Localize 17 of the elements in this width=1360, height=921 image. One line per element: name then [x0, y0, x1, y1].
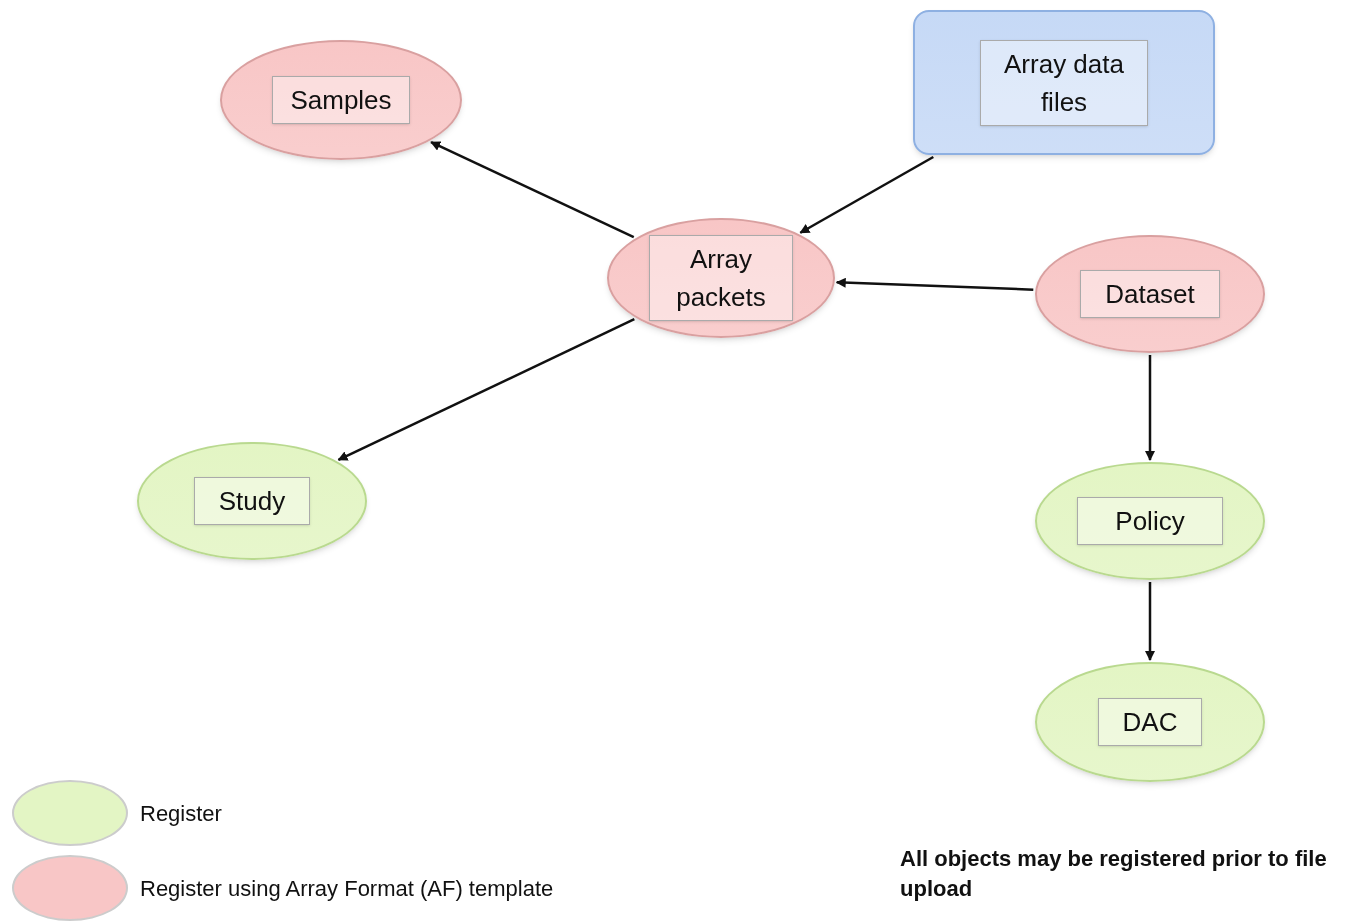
node-label: Array data files [980, 39, 1148, 126]
arrow [1145, 355, 1155, 461]
arrow [835, 277, 1034, 291]
node-label: Policy [1077, 497, 1223, 545]
arrow [430, 141, 635, 239]
legend-text: Register [140, 799, 222, 828]
node-label: Samples [272, 76, 410, 124]
arrow [799, 155, 934, 234]
arrow [1145, 582, 1155, 661]
legend-text: Register using Array Format (AF) template [140, 874, 554, 903]
rounded-box [913, 10, 1215, 155]
node-label: DAC [1098, 698, 1202, 746]
note-text: All objects may be registered prior to file upload [900, 845, 1328, 903]
arrow [337, 318, 635, 462]
node-label: Array packets [649, 235, 793, 321]
node-label: Study [194, 477, 310, 525]
node-label: Dataset [1080, 270, 1220, 318]
